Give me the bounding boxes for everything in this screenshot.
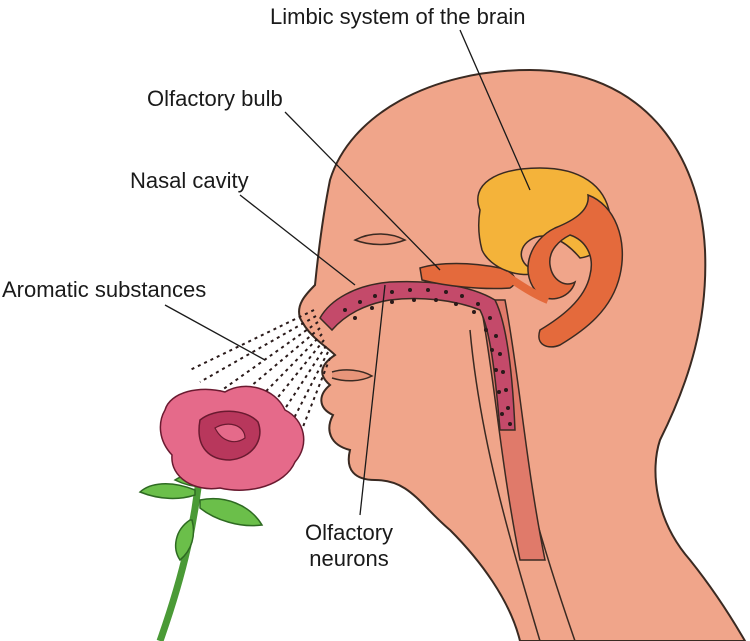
label-olfactory-neurons-line2: neurons — [309, 546, 389, 571]
lips-shape — [331, 369, 374, 382]
head-silhouette — [298, 68, 747, 641]
leader-neurons — [359, 284, 386, 516]
limbic-system-orange — [527, 193, 624, 348]
neck-line-1 — [469, 329, 541, 641]
rose-leaf-left — [138, 483, 196, 500]
label-olfactory-neurons-line1: Olfactory — [305, 520, 394, 545]
nasal-passage — [319, 280, 516, 431]
label-limbic-system: Limbic system of the brain — [270, 4, 526, 29]
leader-bulb — [284, 111, 441, 271]
rose-bloom-petal-curl — [214, 423, 246, 443]
rose-leaf-lower — [174, 519, 195, 562]
label-olfactory-bulb: Olfactory bulb — [147, 86, 283, 111]
leader-aromatic — [164, 304, 266, 361]
eye-shape — [353, 233, 407, 246]
rose-leaf-right — [199, 498, 264, 527]
label-aromatic-substances: Aromatic substances — [2, 277, 207, 302]
nasal-particles — [343, 288, 512, 426]
bulb-limbic-connector — [502, 271, 550, 304]
leader-limbic — [459, 29, 531, 191]
limbic-system-yellow — [477, 167, 611, 276]
label-olfactory-neurons: Olfactory neurons — [305, 520, 393, 572]
label-nasal-cavity: Nasal cavity — [130, 168, 249, 193]
leader-nasal — [239, 194, 356, 286]
